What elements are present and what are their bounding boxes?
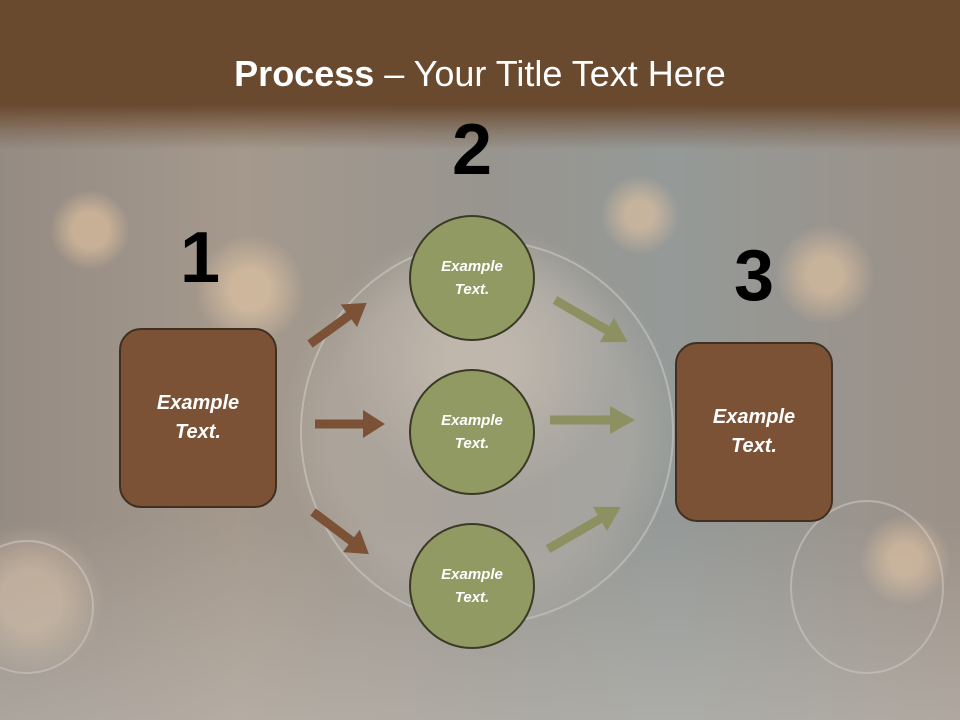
right-step-text: Example Text. (712, 406, 796, 457)
circle-bottom: Example Text. (409, 523, 535, 649)
title-bold: Process (234, 53, 375, 94)
step-number-1: 1 (179, 218, 221, 298)
arrow-right-middle (550, 406, 635, 434)
arrow-right-bottom (545, 506, 621, 553)
circle-top: Example Text. (409, 215, 535, 341)
slide-title: Process – Your Title Text Here (0, 52, 960, 96)
circle-middle: Example Text. (409, 369, 535, 495)
arrow-left-top (307, 302, 367, 348)
title-rest: – Your Title Text Here (374, 53, 726, 94)
step-number-3: 3 (733, 236, 775, 316)
left-step-box: Example Text. (119, 328, 277, 508)
title-band (0, 0, 960, 150)
circle-middle-text: Example Text. (441, 412, 503, 452)
circle-bottom-text: Example Text. (441, 566, 503, 606)
arrow-left-middle (315, 410, 385, 438)
right-step-box: Example Text. (675, 342, 833, 522)
step-number-2: 2 (451, 110, 493, 190)
arrow-right-top (552, 296, 628, 343)
arrow-left-bottom (310, 508, 369, 555)
left-step-text: Example Text. (156, 392, 240, 443)
circle-top-text: Example Text. (441, 258, 503, 298)
